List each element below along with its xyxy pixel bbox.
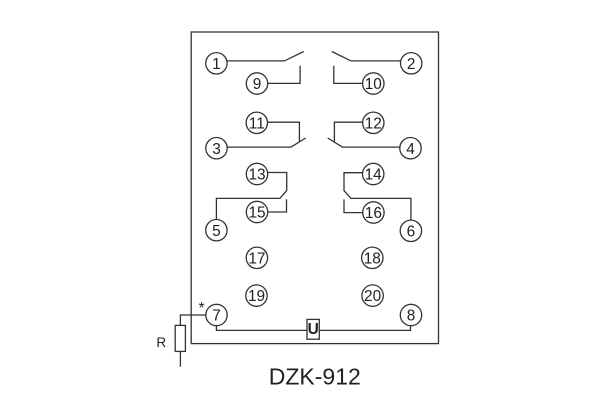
svg-text:15: 15 — [248, 205, 265, 222]
svg-text:8: 8 — [407, 308, 416, 325]
svg-text:18: 18 — [364, 250, 381, 267]
svg-text:5: 5 — [212, 223, 221, 240]
svg-text:3: 3 — [212, 141, 221, 158]
svg-text:16: 16 — [365, 205, 382, 222]
svg-text:13: 13 — [248, 167, 265, 184]
svg-text:11: 11 — [249, 115, 265, 132]
svg-text:14: 14 — [365, 167, 383, 184]
svg-text:DZK-912: DZK-912 — [269, 364, 361, 390]
svg-text:*: * — [198, 300, 204, 317]
svg-text:17: 17 — [248, 250, 265, 267]
svg-text:19: 19 — [248, 288, 265, 305]
svg-text:6: 6 — [407, 223, 416, 240]
svg-text:U: U — [308, 321, 319, 338]
svg-text:12: 12 — [365, 115, 382, 132]
svg-text:2: 2 — [407, 56, 416, 73]
svg-text:1: 1 — [212, 56, 221, 73]
svg-text:4: 4 — [406, 141, 415, 158]
svg-text:9: 9 — [253, 76, 262, 93]
svg-text:7: 7 — [212, 308, 221, 325]
svg-text:10: 10 — [365, 76, 382, 93]
svg-text:R: R — [156, 335, 166, 350]
svg-text:20: 20 — [364, 288, 381, 305]
